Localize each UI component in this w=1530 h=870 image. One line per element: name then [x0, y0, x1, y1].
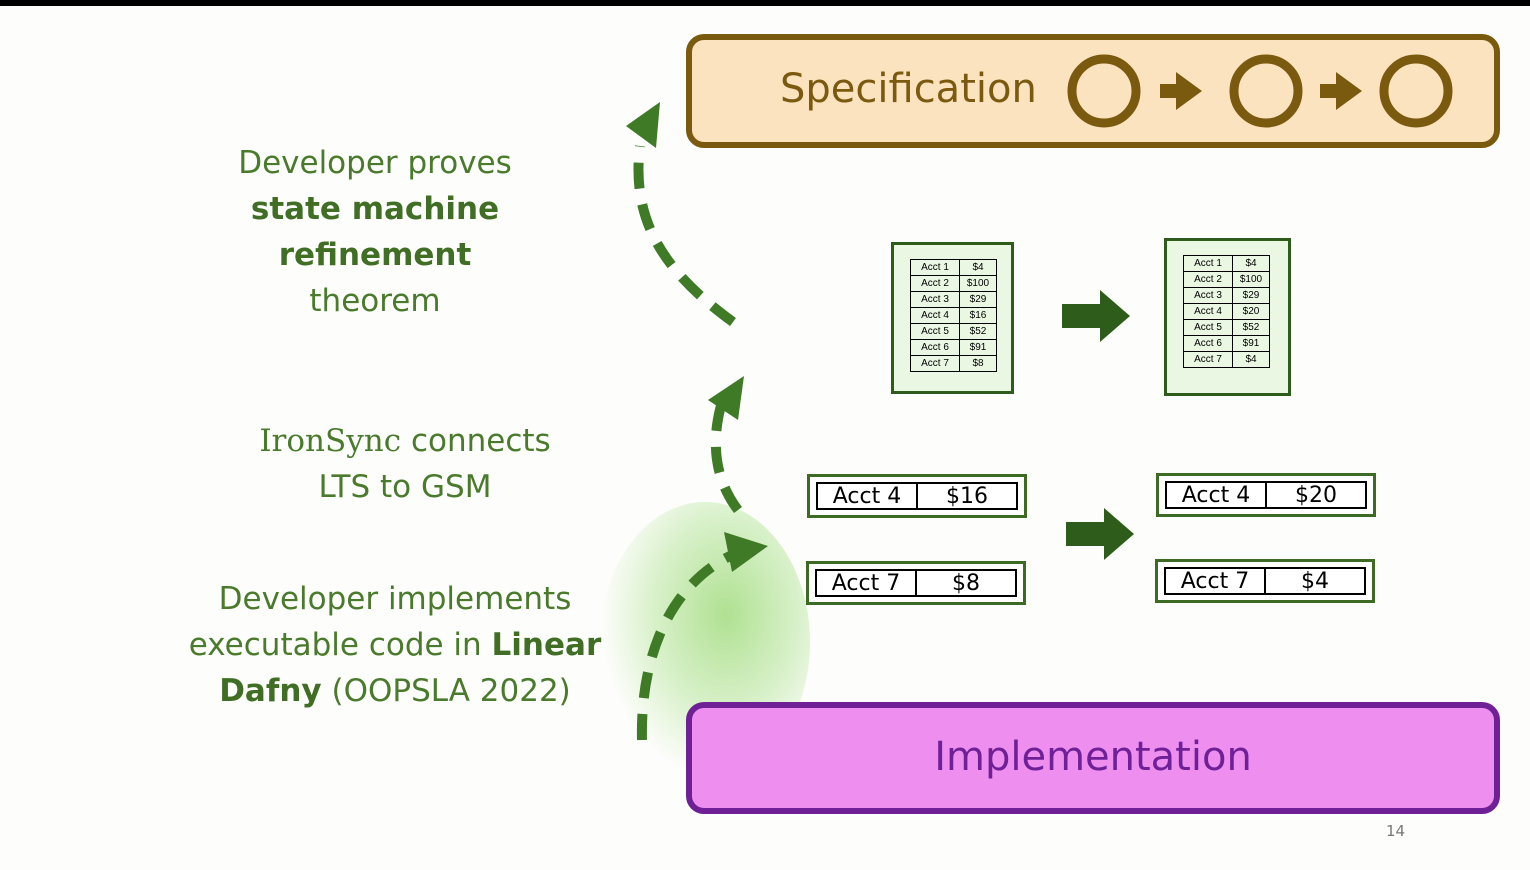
pair-acct: Acct 7 [817, 571, 917, 596]
dashed-arrow-bottom-icon [636, 532, 768, 741]
develop-dafny: Dafny [219, 673, 322, 709]
ironsync-brand: IronSync [259, 423, 402, 459]
ledger-amount: $29 [959, 291, 997, 308]
ledger-amount: $8 [959, 355, 997, 372]
ledger-acct: Acct 2 [1183, 271, 1233, 288]
table-row: Acct 3$29 [1183, 287, 1270, 304]
ledger-amount: $52 [959, 323, 997, 340]
table-row: Acct 2$100 [1183, 271, 1270, 288]
ledger-amount: $4 [1232, 255, 1270, 272]
refinement-line-3: theorem [309, 283, 441, 319]
ledger-acct: Acct 7 [1183, 351, 1233, 368]
ledger-amount: $100 [959, 275, 997, 292]
account-pair-before-4: Acct 4 $16 [807, 474, 1027, 518]
table-row: Acct 7$4 [1183, 351, 1270, 368]
ledger-amount: $91 [959, 339, 997, 356]
ledger-amount: $4 [1232, 351, 1270, 368]
develop-linear: Linear [491, 627, 602, 663]
ironsync-caption: IronSync connects LTS to GSM [220, 418, 590, 510]
account-pair-after-4: Acct 4 $20 [1156, 473, 1376, 517]
ledger-amount: $100 [1232, 271, 1270, 288]
table-row: Acct 2$100 [910, 275, 997, 292]
transition-arrow-icon [1160, 72, 1202, 110]
ledger-acct: Acct 5 [910, 323, 960, 340]
ledger-acct: Acct 1 [910, 259, 960, 276]
ironsync-line-2: LTS to GSM [318, 469, 492, 505]
specification-label: Specification [780, 66, 1037, 112]
implementation-caption: Developer implements executable code in … [170, 576, 620, 714]
ledger-amount: $16 [959, 307, 997, 324]
table-row: Acct 1$4 [910, 259, 997, 276]
implementation-label: Implementation [934, 734, 1252, 780]
pair-amount: $8 [952, 570, 980, 596]
table-row: Acct 5$52 [910, 323, 997, 340]
ironsync-connects: connects [401, 423, 551, 459]
table-row: Acct 4$20 [1183, 303, 1270, 320]
pair-transition-arrow-icon [1066, 508, 1134, 560]
develop-line-2a: executable code in [188, 627, 492, 663]
pair-amount: $16 [946, 483, 988, 509]
table-row: Acct 1$4 [1183, 255, 1270, 272]
ledger-before-table: Acct 1$4 Acct 2$100 Acct 3$29 Acct 4$16 … [910, 259, 997, 372]
ledger-acct: Acct 6 [910, 339, 960, 356]
state-transition-icon [1067, 54, 1453, 128]
refinement-bold: state machine refinement [250, 191, 500, 273]
ledger-acct: Acct 1 [1183, 255, 1233, 272]
ledger-acct: Acct 5 [1183, 319, 1233, 336]
ledger-acct: Acct 7 [910, 355, 960, 372]
dashed-arrow-top-icon [626, 102, 736, 327]
refinement-caption: Developer proves state machine refinemen… [150, 140, 600, 324]
table-row: Acct 6$91 [910, 339, 997, 356]
account-pair-before-7: Acct 7 $8 [806, 561, 1026, 605]
specification-box: Specification [686, 34, 1500, 148]
ledger-amount: $91 [1232, 335, 1270, 352]
table-row: Acct 3$29 [910, 291, 997, 308]
ledger-acct: Acct 4 [1183, 303, 1233, 320]
slide: Specification Developer proves state mac… [0, 6, 1530, 870]
pair-acct: Acct 4 [818, 484, 918, 509]
state-circle [1067, 54, 1141, 128]
ledger-amount: $4 [959, 259, 997, 276]
state-circle [1379, 54, 1453, 128]
ledger-amount: $20 [1232, 303, 1270, 320]
implementation-box: Implementation [686, 702, 1500, 814]
account-pair-after-7: Acct 7 $4 [1155, 559, 1375, 603]
table-row: Acct 7$8 [910, 355, 997, 372]
ledger-acct: Acct 6 [1183, 335, 1233, 352]
pair-acct: Acct 7 [1166, 569, 1266, 594]
pair-amount: $4 [1301, 568, 1329, 594]
ledger-acct: Acct 3 [910, 291, 960, 308]
ledger-acct: Acct 2 [910, 275, 960, 292]
dashed-arrow-middle-icon [708, 376, 744, 514]
table-row: Acct 4$16 [910, 307, 997, 324]
ledger-acct: Acct 3 [1183, 287, 1233, 304]
ledger-amount: $29 [1232, 287, 1270, 304]
transition-arrow-icon [1320, 72, 1362, 110]
ledger-before: Acct 1$4 Acct 2$100 Acct 3$29 Acct 4$16 … [891, 242, 1014, 394]
ledger-after: Acct 1$4 Acct 2$100 Acct 3$29 Acct 4$20 … [1164, 238, 1291, 396]
page-number: 14 [1386, 822, 1406, 840]
ledger-acct: Acct 4 [910, 307, 960, 324]
refinement-line-1: Developer proves [238, 145, 512, 181]
pair-amount: $20 [1295, 482, 1337, 508]
ledger-amount: $52 [1232, 319, 1270, 336]
develop-line-1: Developer implements [218, 581, 572, 617]
pair-acct: Acct 4 [1167, 483, 1267, 508]
ledger-after-table: Acct 1$4 Acct 2$100 Acct 3$29 Acct 4$20 … [1183, 255, 1270, 368]
refinement-arrows [626, 102, 768, 741]
table-row: Acct 5$52 [1183, 319, 1270, 336]
table-row: Acct 6$91 [1183, 335, 1270, 352]
ledger-transition-arrow-icon [1062, 290, 1130, 342]
develop-oopsla: (OOPSLA 2022) [321, 673, 571, 709]
state-circle [1229, 54, 1303, 128]
